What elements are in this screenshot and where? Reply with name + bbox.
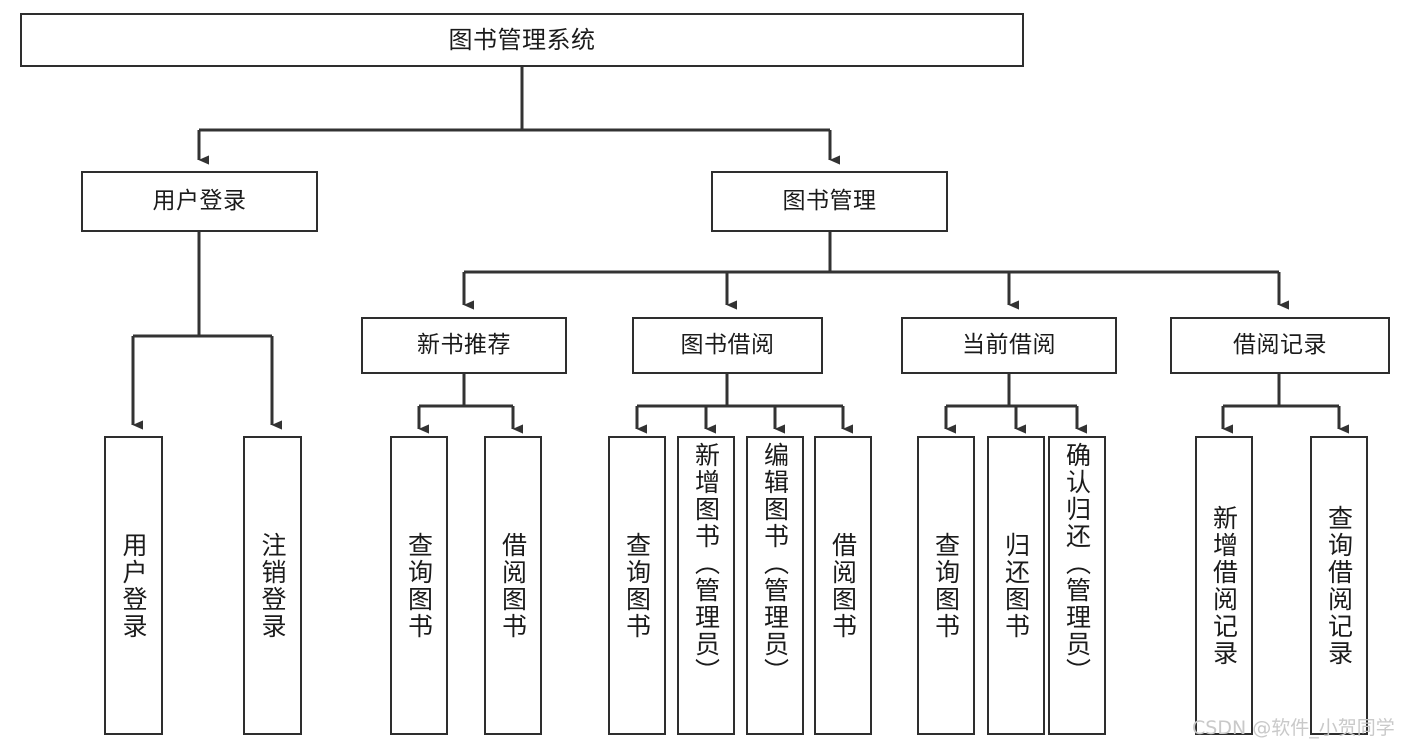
- node-label: 查询借阅记录: [1324, 504, 1354, 667]
- node-label: 查询图书: [622, 531, 652, 640]
- node-label: 查询图书: [931, 531, 961, 640]
- leaf-current-confirm-return-admin[interactable]: 确认归还（管理员）: [1048, 436, 1106, 735]
- node-user-login[interactable]: 用户登录: [81, 171, 318, 232]
- leaf-borrow-query-book[interactable]: 查询图书: [608, 436, 666, 735]
- node-label: 当前借阅: [962, 331, 1056, 358]
- watermark-text: CSDN @软件_小贺同学: [1192, 717, 1395, 739]
- node-label: 新书推荐: [417, 331, 511, 358]
- node-label: 新增借阅记录: [1209, 504, 1239, 667]
- leaf-borrow-edit-book-admin[interactable]: 编辑图书（管理员）: [746, 436, 804, 735]
- node-book-management[interactable]: 图书管理: [711, 171, 948, 232]
- node-root-book-management-system[interactable]: 图书管理系统: [20, 13, 1024, 67]
- leaf-record-query-borrow-record[interactable]: 查询借阅记录: [1310, 436, 1368, 735]
- node-label: 借阅记录: [1233, 331, 1327, 358]
- node-label: 查询图书: [404, 531, 434, 640]
- leaf-user-login-logout[interactable]: 注销登录: [243, 436, 302, 735]
- node-label: 注销登录: [258, 531, 287, 640]
- leaf-recommend-borrow-book[interactable]: 借阅图书: [484, 436, 542, 735]
- leaf-current-query-book[interactable]: 查询图书: [917, 436, 975, 735]
- node-label: 用户登录: [119, 531, 148, 640]
- node-label: 归还图书: [1001, 531, 1031, 640]
- leaf-borrow-borrow-book[interactable]: 借阅图书: [814, 436, 872, 735]
- leaf-current-return-book[interactable]: 归还图书: [987, 436, 1045, 735]
- csdn-watermark: CSDN @软件_小贺同学: [1192, 713, 1395, 740]
- node-label: 编辑图书（管理员）: [760, 442, 790, 685]
- leaf-user-login-login[interactable]: 用户登录: [104, 436, 163, 735]
- node-borrow-record[interactable]: 借阅记录: [1170, 317, 1390, 374]
- node-label: 借阅图书: [828, 531, 858, 640]
- leaf-recommend-query-book[interactable]: 查询图书: [390, 436, 448, 735]
- leaf-record-add-borrow-record[interactable]: 新增借阅记录: [1195, 436, 1253, 735]
- leaf-borrow-add-book-admin[interactable]: 新增图书（管理员）: [677, 436, 735, 735]
- node-label: 借阅图书: [498, 531, 528, 640]
- node-label: 新增图书（管理员）: [691, 442, 721, 685]
- node-label: 用户登录: [152, 187, 247, 214]
- node-current-borrow[interactable]: 当前借阅: [901, 317, 1117, 374]
- node-label: 图书管理: [782, 187, 877, 214]
- node-book-borrow[interactable]: 图书借阅: [632, 317, 823, 374]
- node-label: 确认归还（管理员）: [1062, 442, 1092, 685]
- node-label: 图书管理系统: [448, 25, 596, 54]
- node-label: 图书借阅: [680, 331, 775, 358]
- node-new-book-recommend[interactable]: 新书推荐: [361, 317, 567, 374]
